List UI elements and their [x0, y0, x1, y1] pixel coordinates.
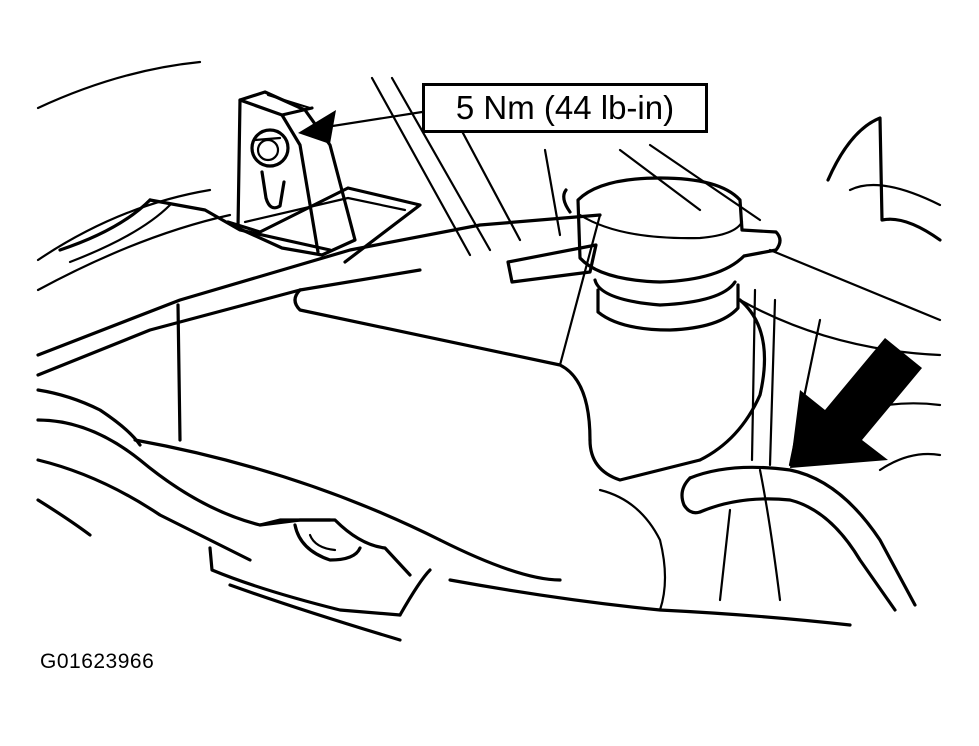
hose-indicator-arrow	[790, 338, 922, 468]
reservoir-tray	[36, 186, 602, 377]
coolant-hose	[680, 288, 917, 612]
lower-crossmember	[36, 388, 852, 642]
pressure-cap	[506, 176, 782, 332]
figure-id-label: G01623966	[40, 650, 155, 673]
callout-leader-arrow	[298, 110, 424, 144]
coolant-reservoir-body	[133, 213, 767, 582]
mounting-bolt	[250, 128, 290, 168]
mounting-bracket	[236, 90, 357, 257]
torque-callout-label: 5 Nm (44 lb-in)	[422, 83, 708, 133]
